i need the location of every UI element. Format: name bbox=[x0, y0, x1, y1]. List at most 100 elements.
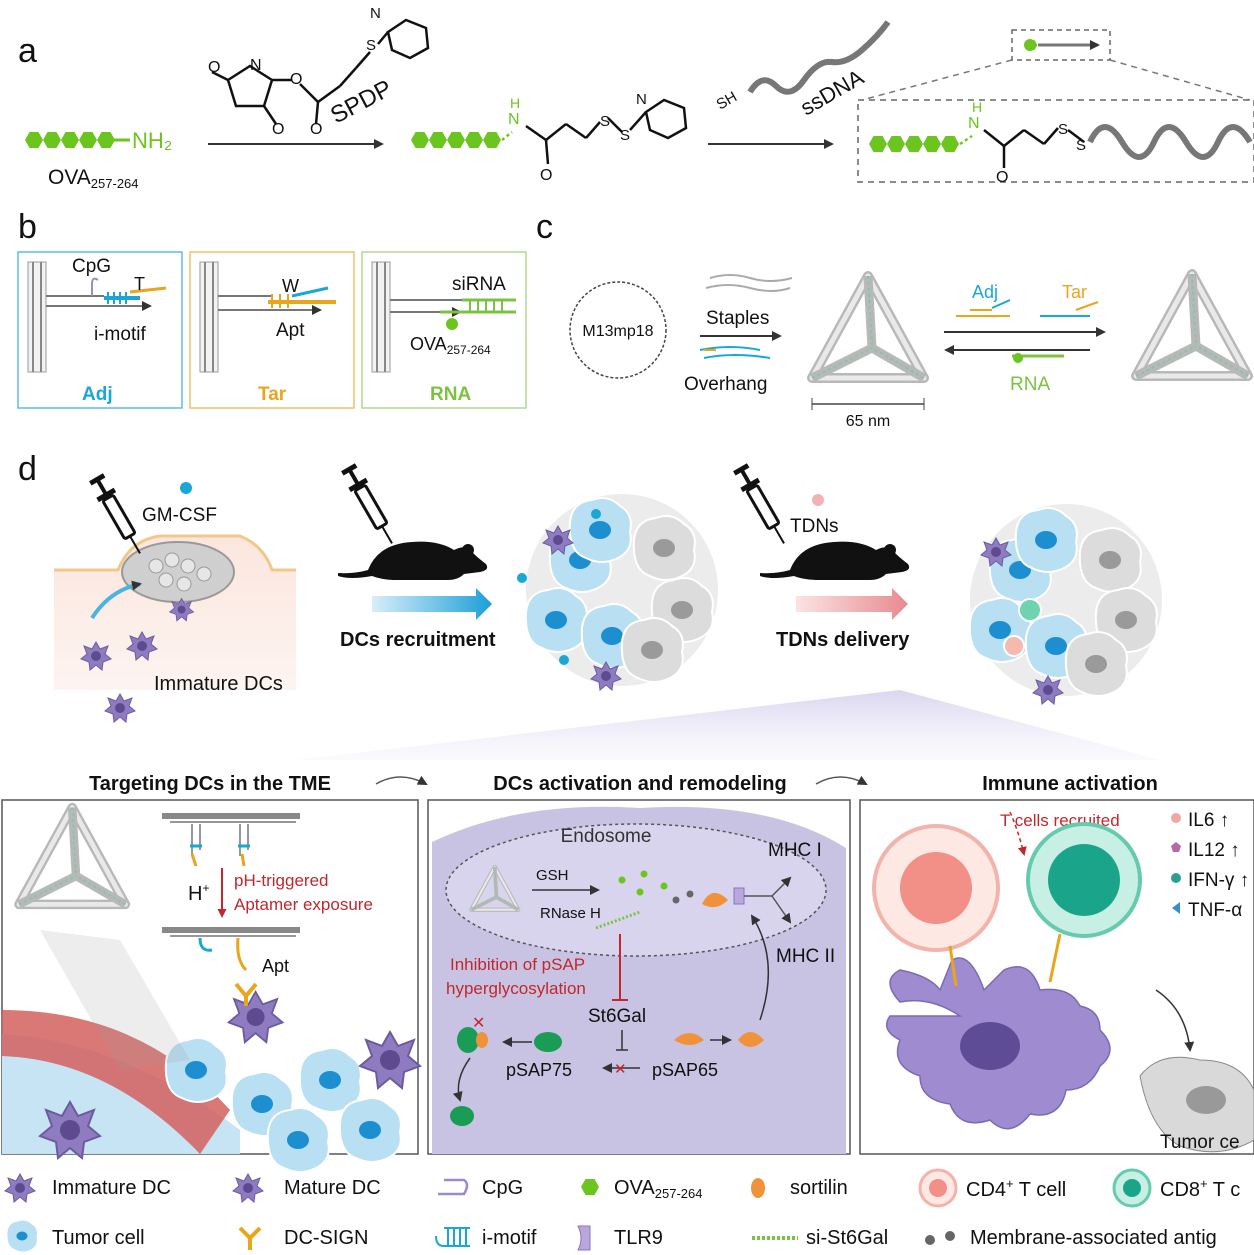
panel-d: d GM-CSF Immature DCs DCs recruitment bbox=[18, 450, 1162, 760]
mhc1-label: MHC I bbox=[768, 840, 822, 861]
tumor-mass-1 bbox=[517, 494, 718, 691]
tar-label: Tar bbox=[258, 384, 287, 405]
tnf-label: TNF-α bbox=[1188, 900, 1242, 921]
product-structure bbox=[501, 98, 688, 165]
conjugate-mini-icon bbox=[1024, 39, 1036, 51]
legend-ova: OVA257-264 bbox=[614, 1177, 702, 1201]
legend-ova-icon bbox=[581, 1179, 599, 1195]
atom-o: O bbox=[272, 121, 284, 138]
staples-icon bbox=[705, 274, 793, 292]
spdp-structure bbox=[211, 18, 430, 125]
legend-imotif-icon bbox=[435, 1227, 470, 1247]
peptide-chain-3 bbox=[869, 136, 959, 152]
legend-si-st6gal: si-St6Gal bbox=[806, 1227, 888, 1249]
blood-vessel bbox=[2, 1010, 230, 1154]
atom-o: O bbox=[310, 121, 322, 138]
atom-h: H bbox=[972, 99, 982, 115]
legend-sortilin: sortilin bbox=[790, 1177, 848, 1199]
zoom-fan bbox=[296, 690, 1160, 760]
tumor-cell-label: Tumor ce bbox=[1160, 1132, 1240, 1153]
atom-o: O bbox=[996, 169, 1008, 186]
atom-s: S bbox=[366, 37, 376, 54]
legend-cpg-icon bbox=[438, 1178, 469, 1196]
sortilin-icon bbox=[702, 892, 728, 908]
legend-antigen-icon bbox=[925, 1235, 935, 1245]
atom-s: S bbox=[1058, 121, 1068, 138]
zoom-source-box bbox=[1011, 29, 1111, 61]
adj-c-label: Adj bbox=[972, 282, 998, 302]
legend-dc-sign: DC-SIGN bbox=[284, 1227, 368, 1249]
aptamer-exposure-label: Aptamer exposure bbox=[234, 895, 373, 914]
atom-o: O bbox=[208, 59, 220, 76]
m13-scaffold-icon bbox=[569, 281, 667, 379]
box2-title: DCs activation and remodeling bbox=[493, 773, 786, 795]
spdp-label: SPDP bbox=[326, 75, 396, 130]
tdn-icon bbox=[812, 276, 924, 378]
syringe-3-icon bbox=[729, 460, 795, 550]
endosome-label: Endosome bbox=[561, 826, 652, 847]
legend-antigen: Membrane-associated antig bbox=[970, 1227, 1217, 1249]
block-icon: ✕ bbox=[472, 1015, 485, 1032]
psap75-label: pSAP75 bbox=[506, 1060, 572, 1080]
mouse-1-icon bbox=[338, 541, 488, 580]
atom-n: N bbox=[636, 91, 647, 108]
immature-dcs-label: Immature DCs bbox=[154, 673, 283, 695]
endosome bbox=[445, 823, 827, 957]
ova-label: OVA257-264 bbox=[410, 334, 491, 357]
legend-cd8-icon bbox=[1123, 1179, 1141, 1197]
box1-title: Targeting DCs in the TME bbox=[89, 773, 331, 795]
box-immune: T cells recruited IL6 ↑ IL12 ↑ IFN-γ ↑ T… bbox=[859, 799, 1254, 1155]
inhibition-label-1: Inhibition of pSAP bbox=[450, 955, 585, 974]
legend-dc-sign-icon bbox=[238, 1226, 262, 1250]
atom-n: N bbox=[250, 57, 262, 74]
panel-label-a: a bbox=[18, 32, 37, 70]
atom-o: O bbox=[290, 71, 302, 88]
legend-imotif: i-motif bbox=[482, 1227, 537, 1249]
scaffold-label: M13mp18 bbox=[582, 323, 653, 340]
delivery-arrow bbox=[796, 588, 908, 620]
ifn-label: IFN-γ ↑ bbox=[1188, 870, 1249, 891]
scale-label: 65 nm bbox=[846, 413, 890, 430]
skin-tumor-scene bbox=[54, 534, 296, 723]
syringe-2-icon bbox=[337, 460, 403, 550]
atom-h: H bbox=[510, 95, 520, 111]
legend-cpg: CpG bbox=[482, 1177, 523, 1199]
rna-label: RNA bbox=[430, 384, 471, 405]
apt-box1-label: Apt bbox=[262, 956, 289, 976]
tumor-mass-2 bbox=[968, 504, 1162, 705]
legend-tumor-cell: Tumor cell bbox=[52, 1227, 145, 1249]
panel-a: a NH₂ OVA257-264 O O N O O S N SPDP bbox=[18, 5, 1254, 191]
peptide-chain-1 bbox=[25, 132, 115, 148]
atom-n: N bbox=[968, 115, 980, 132]
rna-box: siRNA OVA257-264 RNA bbox=[361, 251, 527, 409]
apt-label: Apt bbox=[276, 320, 305, 341]
h-plus-label: H+ bbox=[188, 881, 209, 905]
st6gal-label: St6Gal bbox=[588, 1006, 646, 1027]
panel-d-bottom: Targeting DCs in the TME DCs activation … bbox=[1, 773, 1254, 1173]
legend-tumor-cell-icon bbox=[6, 1219, 38, 1253]
legend-tlr9-icon bbox=[577, 1225, 591, 1251]
dc-sign-icon bbox=[234, 982, 258, 1006]
adj-label: Adj bbox=[82, 384, 113, 405]
tdns-label: TDNs bbox=[790, 516, 839, 537]
mhc2-label: MHC II bbox=[776, 946, 835, 967]
overhang-label: Overhang bbox=[684, 374, 767, 395]
adj-box: CpG T i-motif Adj bbox=[17, 251, 183, 409]
conjugate-structure bbox=[959, 124, 1253, 168]
recruit-arrow bbox=[372, 588, 492, 620]
inhibition-label-2: hyperglycosylation bbox=[446, 979, 586, 998]
delivery-label: TDNs delivery bbox=[776, 629, 910, 651]
zoom-detail-box bbox=[857, 99, 1254, 183]
legend-immature-dc-icon bbox=[4, 1173, 36, 1203]
legend-cd4-icon bbox=[929, 1179, 947, 1197]
peptide-name: OVA257-264 bbox=[48, 166, 139, 191]
atom-o: O bbox=[540, 167, 552, 184]
ssdna-strand-icon bbox=[747, 20, 891, 95]
legend-mature-dc-icon bbox=[232, 1173, 264, 1203]
mouse-2-icon bbox=[760, 541, 910, 580]
il6-label: IL6 ↑ bbox=[1188, 810, 1229, 831]
panel-b: b CpG T i-motif Adj W bbox=[17, 208, 527, 409]
panel-c: c M13mp18 Staples Overhang 65 nm Adj Tar… bbox=[536, 208, 1248, 430]
panel-label-b: b bbox=[18, 208, 37, 246]
